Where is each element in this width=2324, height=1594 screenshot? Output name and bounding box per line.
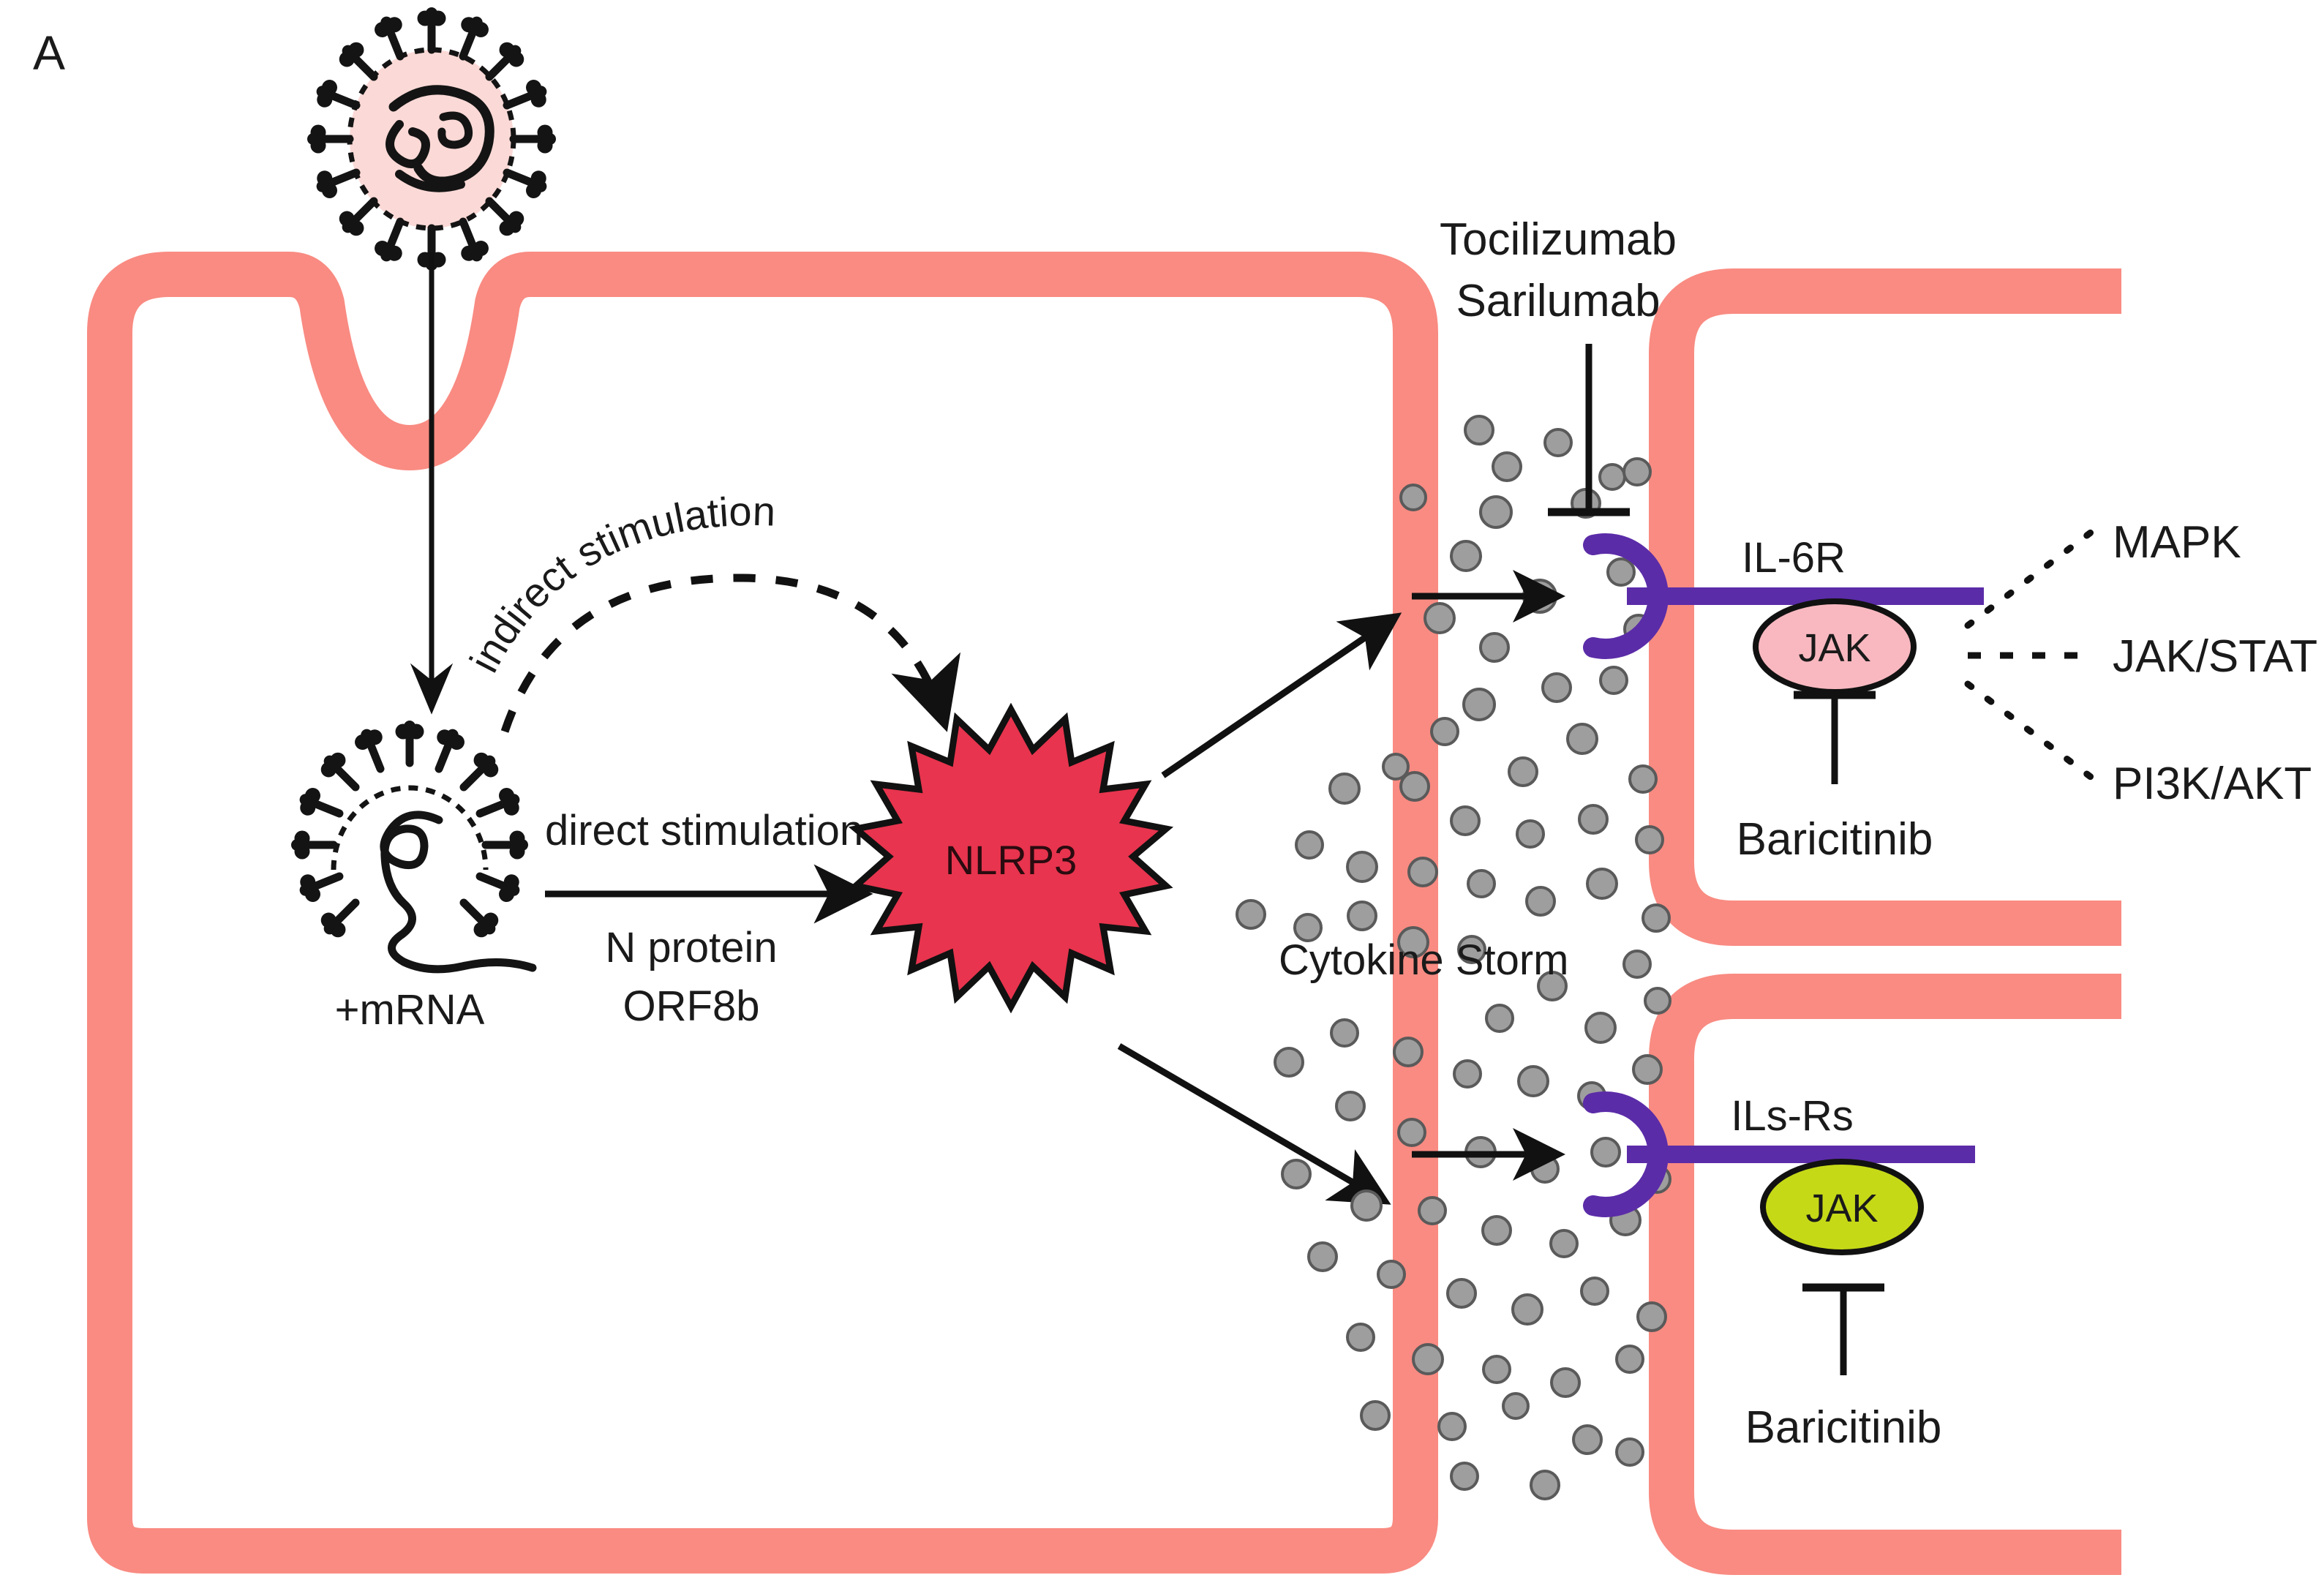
sarilumab-label: Sarilumab bbox=[1456, 276, 1660, 326]
infected-cell-membrane bbox=[87, 252, 1438, 1574]
jak-kinase-lower: JAK bbox=[1760, 1159, 1924, 1255]
nlrp3-to-ilsrs-arrow bbox=[1117, 1043, 1391, 1205]
il6r-receptor bbox=[1583, 533, 1984, 659]
jak-stat-label: JAK/STAT bbox=[2113, 631, 2317, 682]
baricitinib-lower-label: Baricitinib bbox=[1745, 1402, 1942, 1453]
cytokine-storm-particles bbox=[1236, 415, 1671, 1500]
nlrp3-label: NLRP3 bbox=[945, 837, 1078, 883]
jak-upper-label: JAK bbox=[1798, 626, 1870, 670]
ilsrs-receptor bbox=[1583, 1091, 1975, 1217]
direct-stimulation-label: direct stimulation bbox=[545, 807, 863, 854]
mapk-label: MAPK bbox=[2113, 517, 2241, 568]
jak-to-pi3kakt-line bbox=[1964, 680, 2100, 785]
jak-kinase-upper: JAK bbox=[1753, 598, 1917, 695]
baricitinib-upper-inhibition-bar bbox=[1794, 691, 1876, 784]
tocilizumab-inhibition-bar bbox=[1548, 344, 1630, 516]
jak-lower-label: JAK bbox=[1805, 1187, 1878, 1230]
n-protein-label: N protein bbox=[605, 924, 777, 971]
virus-particle-extracellular bbox=[307, 7, 556, 271]
panel-letter-a: A bbox=[33, 26, 65, 80]
mrna-label: +mRNA bbox=[335, 986, 485, 1034]
target-cell-upper-membrane bbox=[1649, 268, 2121, 946]
virus-particle-internalized bbox=[291, 721, 537, 974]
jak-to-mapk-line bbox=[1964, 525, 2100, 629]
baricitinib-upper-label: Baricitinib bbox=[1737, 814, 1933, 865]
nlrp3-to-il6r-arrow bbox=[1161, 612, 1402, 778]
indirect-stimulation-arrow bbox=[500, 574, 961, 733]
target-cell-lower-membrane bbox=[1649, 974, 2121, 1575]
ilsrs-label: ILs-Rs bbox=[1731, 1092, 1854, 1140]
il6r-label: IL-6R bbox=[1742, 534, 1846, 582]
cytokine-storm-label: Cytokine Storm bbox=[1279, 936, 1568, 984]
baricitinib-lower-inhibition-bar bbox=[1802, 1283, 1884, 1375]
orf8b-label: ORF8b bbox=[623, 982, 760, 1030]
pi3k-akt-label: PI3K/AKT bbox=[2113, 759, 2312, 809]
tocilizumab-label: Tocilizumab bbox=[1440, 214, 1677, 265]
nlrp3-inflammasome: NLRP3 bbox=[848, 702, 1174, 1014]
